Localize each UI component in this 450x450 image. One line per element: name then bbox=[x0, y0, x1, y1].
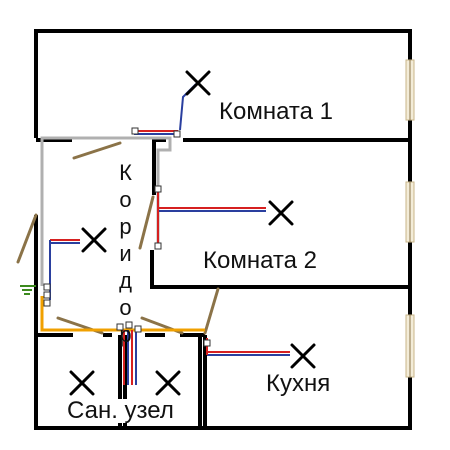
junction-box-icon bbox=[154, 185, 162, 193]
ceiling-light-fixture-icon bbox=[268, 200, 294, 226]
cable-gray bbox=[40, 136, 172, 286]
junction-box-icon bbox=[116, 323, 124, 331]
junction-box-icon bbox=[43, 283, 51, 291]
junction-box-icon bbox=[134, 325, 142, 333]
room-label-bathroom: Сан. узел bbox=[66, 397, 175, 424]
ceiling-light-fixture-icon bbox=[290, 343, 316, 369]
junction-box-icon bbox=[43, 299, 51, 307]
door-entrance bbox=[16, 213, 38, 264]
ceiling-light-fixture-icon bbox=[185, 70, 211, 96]
room-label-room2: Комната 2 bbox=[203, 247, 317, 274]
light-fixtures bbox=[69, 70, 316, 396]
room-label-kitchen: Кухня bbox=[266, 370, 331, 397]
junction-box-icon bbox=[154, 242, 162, 250]
cable-orange bbox=[40, 296, 205, 332]
interior-walls bbox=[34, 138, 412, 430]
outer-walls bbox=[34, 29, 412, 430]
ground-terminal-icon bbox=[20, 285, 36, 295]
ceiling-light-fixture-icon bbox=[81, 227, 107, 253]
junction-box-icon bbox=[173, 130, 181, 138]
junction-box-icon bbox=[43, 291, 51, 299]
ceiling-light-fixture-icon bbox=[69, 370, 95, 396]
door-kitchen bbox=[203, 287, 220, 335]
windows bbox=[405, 59, 415, 378]
ceiling-light-fixture-icon bbox=[155, 370, 181, 396]
junction-box-icon bbox=[203, 339, 211, 347]
junction-box-icon bbox=[131, 127, 139, 135]
door-room1 bbox=[72, 141, 122, 160]
door-room2 bbox=[138, 195, 155, 250]
cables bbox=[40, 83, 290, 385]
junction-boxes bbox=[43, 127, 211, 347]
room-label-corridor: Коридор bbox=[113, 160, 138, 349]
room-label-room1: Комната 1 bbox=[219, 98, 333, 125]
doors bbox=[16, 141, 220, 335]
junction-box-icon bbox=[125, 321, 133, 329]
